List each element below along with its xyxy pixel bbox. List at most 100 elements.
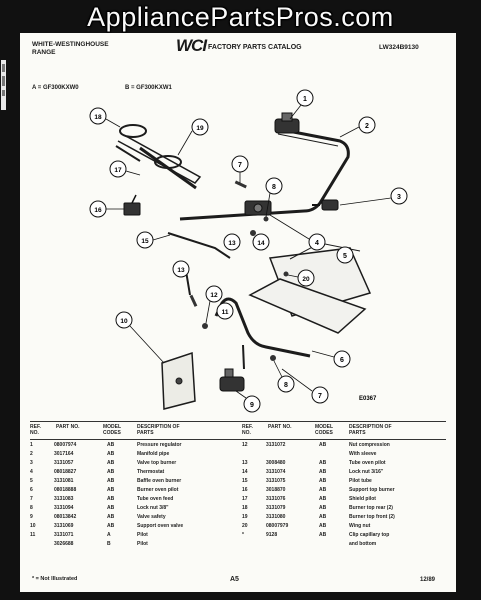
description-cell: Pressure regulator [137, 442, 182, 448]
model-code-cell: AB [107, 487, 115, 493]
wci-logo: WCI [176, 36, 207, 55]
callout-7: 7 [231, 155, 249, 183]
part-number-cell: 3131081 [54, 478, 74, 484]
part-number-cell: 08007974 [54, 442, 77, 448]
ref-cell: 8 [30, 505, 33, 511]
model-code-cell: AB [319, 514, 327, 520]
model-code-cell: AB [107, 478, 115, 484]
model-code-cell: AB [319, 460, 327, 466]
model-code-cell: AB [107, 469, 115, 475]
callout-14-label: 14 [257, 240, 265, 247]
callout-7-label: 7 [238, 162, 242, 169]
model-codes-header: MODEL CODES [103, 424, 121, 436]
product-type: RANGE [32, 49, 56, 56]
date-code: 12/89 [420, 577, 436, 583]
model-code-cell: AB [107, 496, 115, 502]
callout-11-label: 11 [222, 309, 229, 316]
part-number-cell: 08018827 [54, 469, 77, 475]
document-number: LW324B9130 [379, 44, 419, 51]
description-cell: Manifold pipe [137, 451, 170, 457]
model-code-cell: AB [319, 487, 327, 493]
table-header-rule [30, 439, 446, 440]
model-code-cell: AB [107, 442, 115, 448]
model-code-cell: AB [107, 460, 115, 466]
part-number-cell: 3131069 [54, 523, 74, 529]
ref-cell: 2 [30, 451, 33, 457]
left-table-header: REF. NO. PART NO. MODEL CODES DESCRIPTIO… [30, 424, 230, 436]
callout-20: 20 [287, 269, 315, 287]
part-number-cell: 9128 [266, 532, 278, 538]
callout-18: 18 [89, 107, 121, 128]
ref-cell: 9 [30, 514, 33, 520]
part-number-cell: 08013842 [54, 514, 77, 520]
model-code-cell: AB [107, 523, 115, 529]
part-number-cell: 08007979 [266, 523, 289, 529]
callout-18-label: 18 [94, 114, 102, 121]
part-number-cell: 3131079 [266, 505, 286, 511]
model-codes-header-right: MODEL CODES [315, 424, 333, 436]
model-code-cell: AB [319, 532, 327, 538]
top-burner-valve-part [312, 199, 339, 211]
part-number-cell: 3131094 [54, 505, 74, 511]
description-cell: Tube oven pilot [349, 460, 386, 466]
pilot-support-part [123, 194, 141, 216]
oven-valve-support [161, 351, 196, 410]
part-number-cell: 3131076 [266, 496, 286, 502]
part-number-cell: 3008480 [266, 460, 286, 466]
exploded-parts-diagram: 1 2 3 4 5 6 7 8 9 10 11 12 13 13 14 15 1… [89, 89, 408, 413]
right-table-header: REF. NO. PART NO. MODEL CODES DESCRIPTIO… [242, 424, 442, 436]
callout-12-label: 12 [210, 292, 218, 299]
part-number-cell: 3131071 [54, 532, 74, 538]
manifold-pipe [179, 127, 350, 221]
description-cell: Burner oven pilot [137, 487, 179, 493]
model-code-cell: AB [319, 496, 327, 502]
ref-cell: 4 [30, 469, 33, 475]
watermark-text: AppliancePartsPros.com [87, 2, 394, 32]
model-code-cell: AB [107, 505, 115, 511]
oven-burner-baffle [248, 242, 372, 334]
part-number-cell: 3017164 [54, 451, 74, 457]
callout-1: 1 [289, 89, 314, 120]
part-number-cell: 08018888 [54, 487, 77, 493]
ref-cell: 16 [242, 487, 248, 493]
callout-8: 8 [265, 177, 283, 218]
ref-no-header-right: REF. NO. [242, 424, 253, 436]
ref-cell: 15 [242, 478, 248, 484]
ref-cell: 10 [30, 523, 36, 529]
regulator-part [274, 112, 300, 134]
part-no-header-right: PART NO. [268, 424, 292, 430]
ref-cell: 1 [30, 442, 33, 448]
callout-13-top: 13 [223, 233, 241, 251]
description-cell: Support oven valve [137, 523, 184, 529]
callout-4: 4 [269, 214, 326, 251]
description-cell: Baffle oven burner [137, 478, 182, 484]
callout-6-label: 6 [340, 357, 344, 364]
callout-15: 15 [136, 231, 171, 249]
catalog-title: FACTORY PARTS CATALOG [208, 44, 302, 51]
model-b-label: B = GF300KXW1 [125, 85, 172, 91]
callout-1-label: 1 [303, 96, 307, 103]
callout-9-label: 9 [250, 402, 254, 409]
description-cell: Pilot [137, 541, 148, 547]
thermostat-part [244, 200, 272, 216]
callout-12: 12 [205, 285, 223, 324]
callout-4-label: 4 [315, 240, 319, 247]
callout-2-label: 2 [365, 123, 369, 130]
part-number-cell: 3026688 [54, 541, 74, 547]
page-code: A5 [230, 576, 239, 583]
callout-10: 10 [115, 311, 165, 364]
callout-3: 3 [339, 187, 408, 206]
